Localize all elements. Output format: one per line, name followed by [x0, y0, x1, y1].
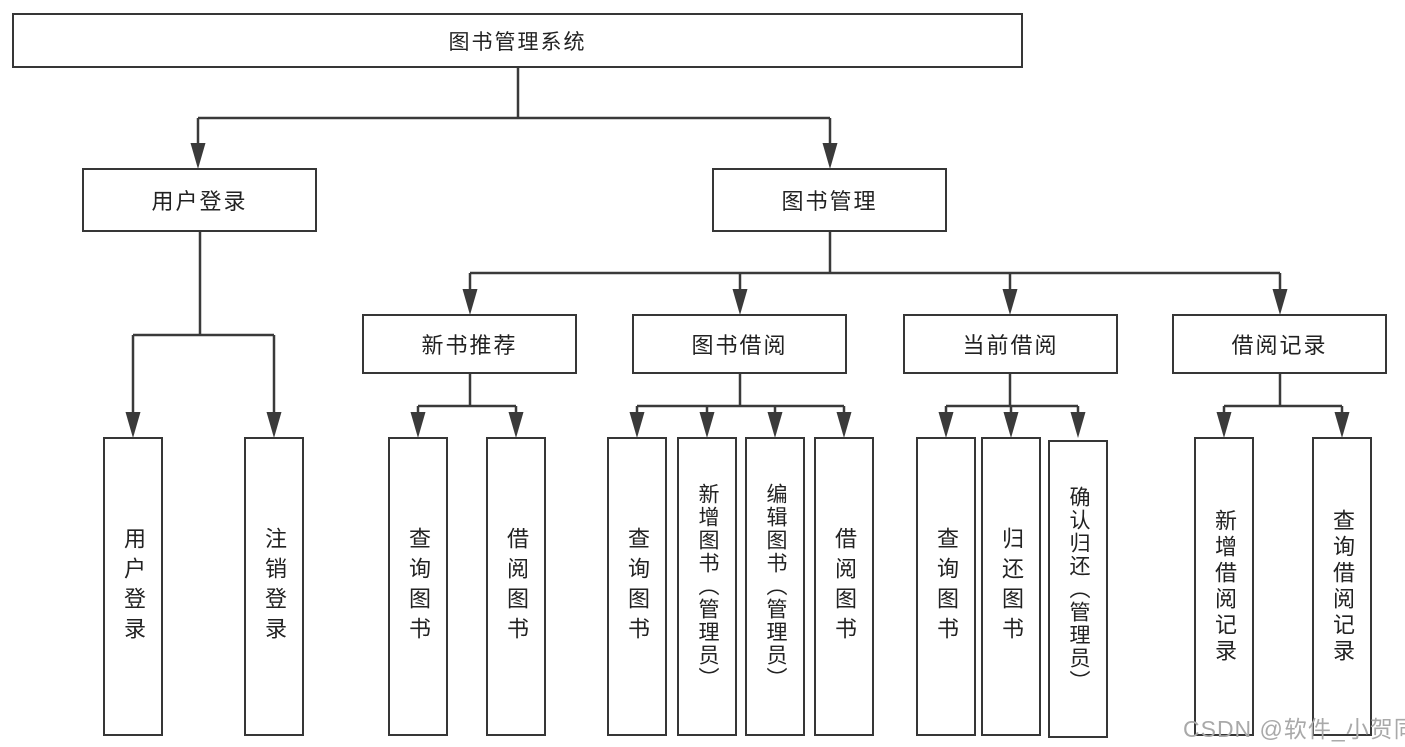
tree-edges	[131, 68, 1344, 420]
leaf-label: 编辑图书（管理员）	[764, 483, 787, 690]
leaf-bb-edit-books-admin: 编辑图书（管理员）	[745, 437, 805, 736]
leaf-label: 新增图书（管理员）	[696, 483, 719, 690]
leaf-label: 注销登录	[262, 526, 287, 647]
leaf-label: 借阅图书	[832, 526, 857, 647]
leaf-label: 用户登录	[121, 526, 146, 647]
leaf-label: 查询图书	[625, 526, 650, 647]
csdn-watermark: CSDN @软件_小贺同学	[1183, 716, 1405, 742]
leaf-bb-query-books: 查询图书	[607, 437, 667, 736]
leaf-cb-confirm-return-admin: 确认归还（管理员）	[1048, 440, 1108, 738]
node-label: 图书管理系统	[448, 30, 587, 54]
leaf-label: 确认归还（管理员）	[1067, 485, 1090, 693]
leaf-logout: 注销登录	[244, 437, 304, 736]
leaf-label: 归还图书	[999, 526, 1024, 647]
node-label: 图书借阅	[691, 333, 788, 358]
node-borrow-records: 借阅记录	[1172, 314, 1387, 374]
leaf-nb-borrow-books: 借阅图书	[486, 437, 546, 736]
node-user-login: 用户登录	[82, 168, 317, 232]
arrowheads	[125, 143, 1350, 438]
leaf-bb-add-books-admin: 新增图书（管理员）	[677, 437, 737, 736]
leaf-label: 新增借阅记录	[1212, 508, 1237, 665]
leaf-bb-borrow-books: 借阅图书	[814, 437, 874, 736]
leaf-cb-return-books: 归还图书	[981, 437, 1041, 736]
node-current-borrow: 当前借阅	[903, 314, 1118, 374]
leaf-user-login: 用户登录	[103, 437, 163, 736]
leaf-br-add-record: 新增借阅记录	[1194, 437, 1254, 736]
leaf-label: 查询借阅记录	[1330, 508, 1355, 665]
node-book-management: 图书管理	[712, 168, 947, 232]
leaf-nb-query-books: 查询图书	[388, 437, 448, 736]
node-label: 用户登录	[151, 189, 248, 214]
node-label: 当前借阅	[962, 333, 1059, 358]
leaf-label: 查询图书	[934, 526, 959, 647]
leaf-label: 查询图书	[406, 526, 431, 647]
leaf-br-query-record: 查询借阅记录	[1312, 437, 1372, 736]
node-label: 借阅记录	[1231, 333, 1328, 358]
leaf-cb-query-books: 查询图书	[916, 437, 976, 736]
node-library-system: 图书管理系统	[12, 13, 1023, 68]
node-new-book-recommend: 新书推荐	[362, 314, 577, 374]
leaf-label: 借阅图书	[504, 526, 529, 647]
node-label: 新书推荐	[421, 333, 518, 358]
node-label: 图书管理	[781, 189, 878, 214]
node-book-borrow: 图书借阅	[632, 314, 847, 374]
